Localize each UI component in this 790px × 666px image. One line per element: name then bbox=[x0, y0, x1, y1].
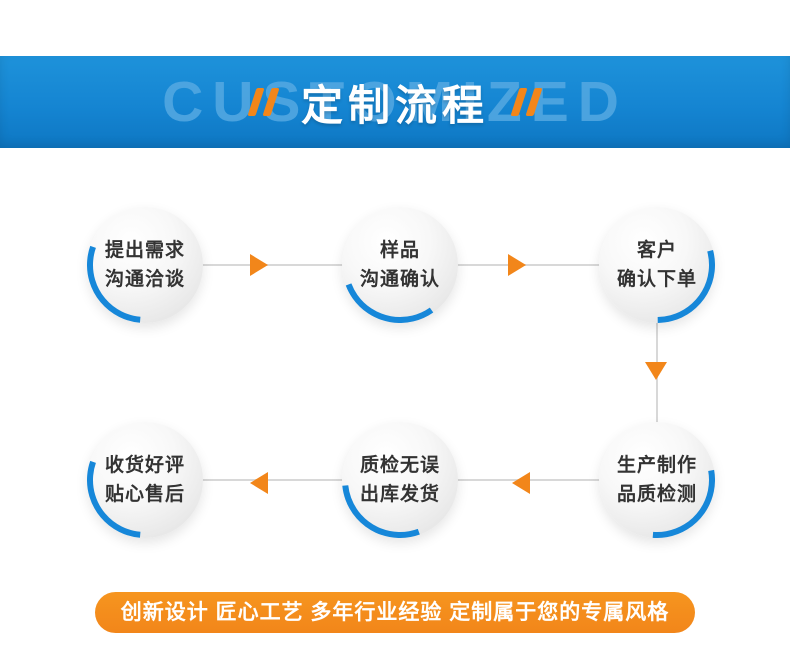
arrow-right-icon bbox=[508, 254, 526, 276]
step-text: 提出需求 沟通洽谈 bbox=[105, 236, 185, 295]
step-line2: 沟通洽谈 bbox=[104, 269, 185, 290]
arc-decoration-icon bbox=[87, 422, 203, 538]
step-text: 客户 确认下单 bbox=[617, 236, 697, 295]
arc-decoration-icon bbox=[342, 422, 458, 538]
step-line1: 提出需求 bbox=[104, 239, 185, 261]
step-text: 样品 沟通确认 bbox=[360, 236, 440, 295]
step-text: 质检无误 出库发货 bbox=[360, 451, 440, 510]
step-line2: 贴心售后 bbox=[104, 484, 185, 505]
arc-decoration-icon bbox=[87, 207, 203, 323]
step-line2: 沟通确认 bbox=[359, 269, 440, 290]
quote-mark-right-icon bbox=[510, 88, 543, 116]
step-text: 生产制作 品质检测 bbox=[617, 451, 697, 510]
step-line1: 收货好评 bbox=[104, 454, 185, 476]
title-row: 定制流程 bbox=[247, 72, 543, 133]
step-circle-1: 提出需求 沟通洽谈 bbox=[87, 207, 203, 323]
page-title: 定制流程 bbox=[300, 81, 489, 129]
step-line1: 客户 bbox=[636, 239, 677, 261]
step-circle-4: 生产制作 品质检测 bbox=[599, 422, 715, 538]
arrow-down-icon bbox=[645, 362, 667, 380]
quote-mark-left-icon bbox=[247, 88, 280, 116]
step-line1: 生产制作 bbox=[616, 454, 697, 476]
step-circle-5: 质检无误 出库发货 bbox=[342, 422, 458, 538]
step-line2: 品质检测 bbox=[616, 484, 697, 505]
step-line1: 质检无误 bbox=[359, 454, 440, 476]
step-circle-6: 收货好评 贴心售后 bbox=[87, 422, 203, 538]
arc-decoration-icon bbox=[342, 207, 458, 323]
step-line2: 出库发货 bbox=[359, 484, 440, 505]
arrow-left-icon bbox=[250, 472, 268, 494]
step-line2: 确认下单 bbox=[616, 269, 697, 290]
footer-slogan-banner: 创新设计 匠心工艺 多年行业经验 定制属于您的专属风格 bbox=[95, 592, 695, 633]
arc-decoration-icon bbox=[599, 207, 715, 323]
header-banner: CUSTOMIZED 定制流程 bbox=[0, 56, 790, 148]
step-circle-2: 样品 沟通确认 bbox=[342, 207, 458, 323]
step-line1: 样品 bbox=[379, 239, 420, 261]
step-text: 收货好评 贴心售后 bbox=[105, 451, 185, 510]
step-circle-3: 客户 确认下单 bbox=[599, 207, 715, 323]
watermark-text: CUSTOMIZED bbox=[162, 70, 628, 134]
arc-decoration-icon bbox=[599, 422, 715, 538]
arrow-left-icon bbox=[512, 472, 530, 494]
arrow-right-icon bbox=[250, 254, 268, 276]
